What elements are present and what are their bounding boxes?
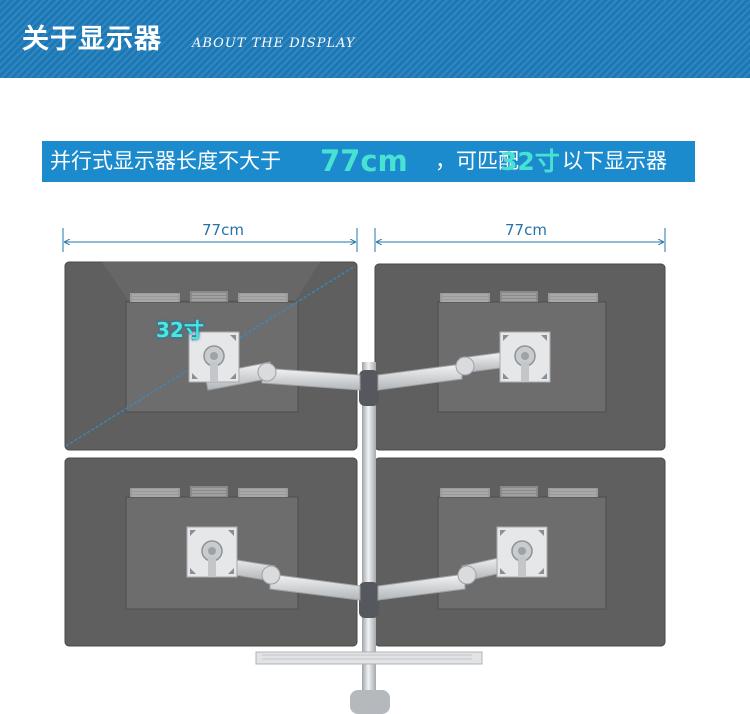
left-width-label: 77cm [202,221,244,239]
keyboard-tray [255,651,483,714]
spec-size-highlight: 32寸 [500,147,560,176]
section-title: 关于显示器 [22,24,162,55]
section-subtitle: ABOUT THE DISPLAY [192,36,356,51]
arm-bottom-left [186,526,361,601]
arm-top-left [188,331,361,391]
arm-bottom-right [377,526,548,601]
arm-top-right [377,331,551,391]
spec-banner: 并行式显示器长度不大于 77cm ，可匹配 32寸 以下显示器 [42,141,695,182]
spec-text-2: ，可匹配 [435,149,519,173]
section-header: 关于显示器 ABOUT THE DISPLAY [0,0,750,78]
dimension-right [374,228,666,252]
support-pole [359,362,379,714]
spec-text-1: 并行式显示器长度不大于 [50,149,281,173]
spec-text-3: 以下显示器 [562,149,667,173]
right-width-label: 77cm [505,221,547,239]
diagonal-size-label: 32寸 [156,318,204,342]
spec-length-highlight: 77cm [320,144,408,178]
dimension-left [62,228,358,252]
